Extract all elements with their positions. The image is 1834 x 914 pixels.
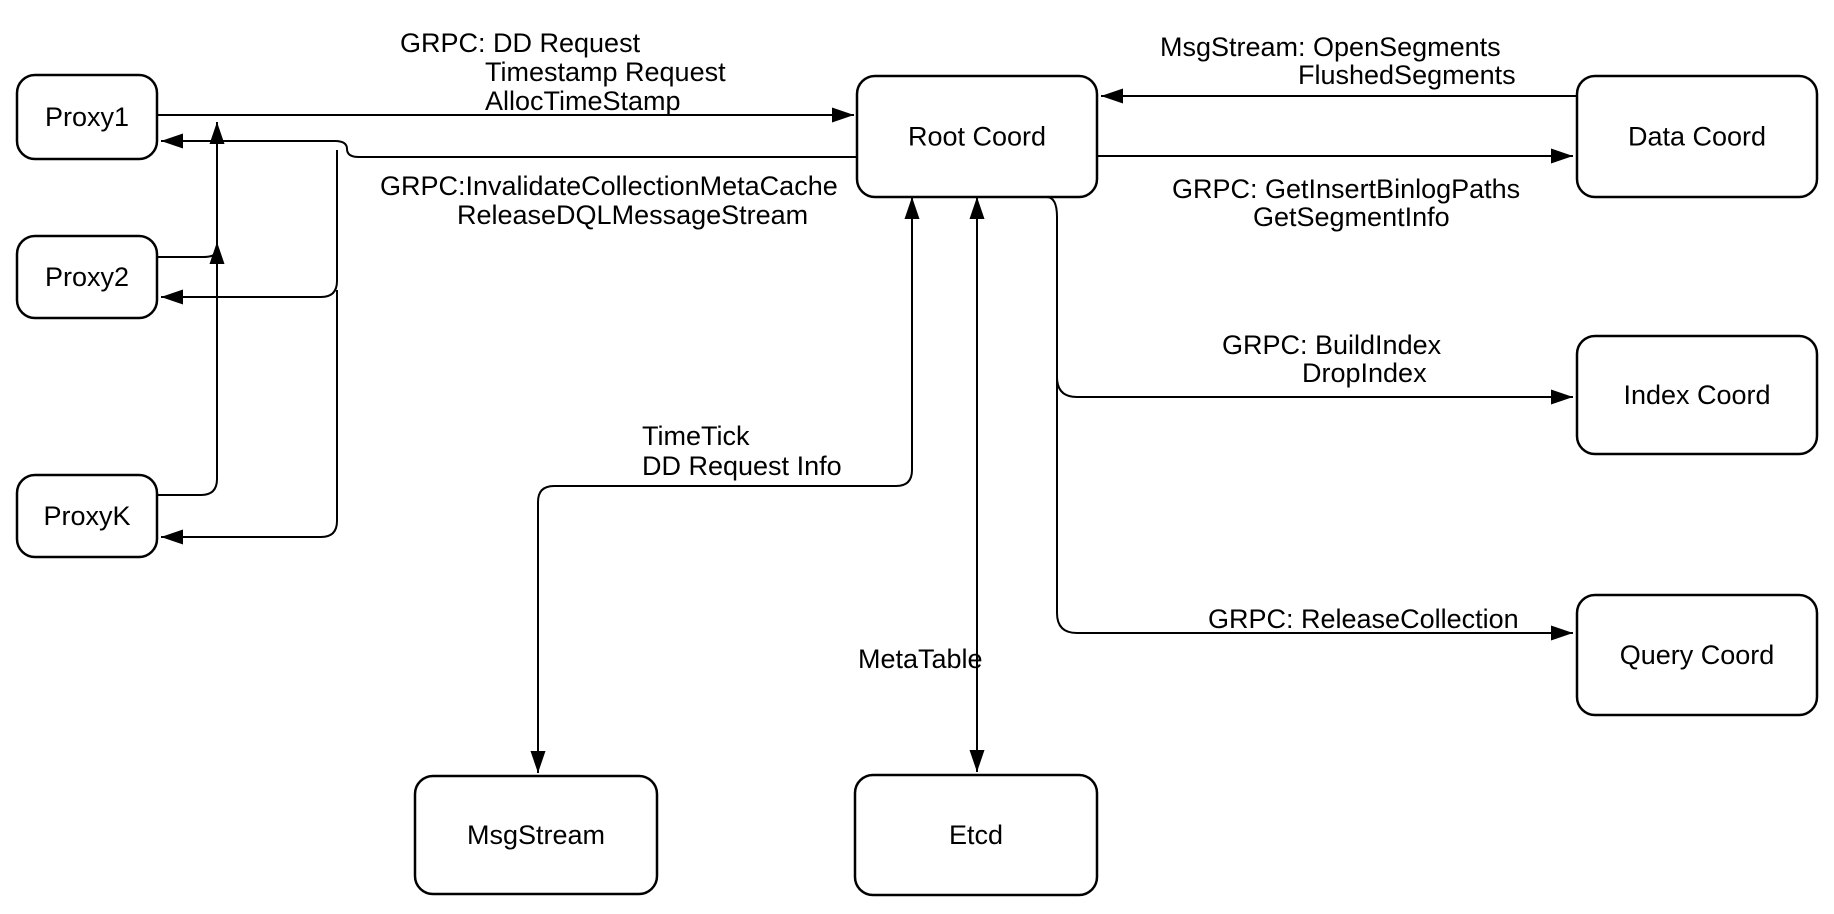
flow-label-metatable: MetaTable — [858, 644, 983, 674]
arrowhead-icon — [969, 750, 985, 772]
edge-rootcoord-msgstream — [530, 197, 920, 773]
node-label-root-coord: Root Coord — [908, 122, 1046, 152]
flow-label-line: DropIndex — [1302, 358, 1427, 388]
node-label-proxy1: Proxy1 — [45, 102, 129, 132]
node-label-proxyk: ProxyK — [43, 501, 130, 531]
edge-rootcoord-to-proxy2 — [161, 150, 338, 305]
arrowhead-icon — [969, 197, 985, 219]
flow-label-line: ReleaseDQLMessageStream — [457, 200, 808, 230]
node-box-proxyk — [15, 473, 159, 559]
node-label-proxy2: Proxy2 — [45, 262, 129, 292]
node-box-query-coord — [1575, 593, 1819, 717]
node-proxy1: Proxy1 — [15, 73, 159, 161]
arrowhead-icon — [832, 107, 854, 123]
node-proxy2: Proxy2 — [15, 234, 159, 320]
node-box-msgstream — [413, 774, 659, 896]
node-label-msgstream: MsgStream — [467, 820, 605, 850]
arrowhead-icon — [161, 133, 183, 149]
arrowhead-icon — [1551, 148, 1573, 164]
node-label-index-coord: Index Coord — [1623, 380, 1770, 410]
node-query-coord: Query Coord — [1575, 593, 1819, 717]
flow-label-line: DD Request Info — [642, 451, 842, 481]
node-box-root-coord — [855, 74, 1099, 199]
flow-label-line: GRPC: ReleaseCollection — [1208, 604, 1519, 634]
edge-proxies-to-rootcoord — [157, 107, 854, 123]
node-box-etcd — [853, 773, 1099, 897]
node-label-query-coord: Query Coord — [1620, 640, 1775, 670]
node-label-etcd: Etcd — [949, 820, 1003, 850]
edge-proxyk-merge-up — [157, 122, 225, 496]
flow-label-line: MsgStream: OpenSegments — [1160, 32, 1501, 62]
edge-rootcoord-to-querycoord — [1056, 360, 1573, 641]
edge-rootcoord-to-proxyk — [161, 290, 338, 545]
edge-datacoord-to-rootcoord — [1101, 88, 1577, 104]
flow-label-grpc-release-collection: GRPC: ReleaseCollection — [1208, 604, 1519, 634]
node-data-coord: Data Coord — [1575, 74, 1819, 199]
node-index-coord: Index Coord — [1575, 334, 1819, 456]
edge-rootcoord-to-datacoord — [1097, 148, 1573, 164]
node-root-coord: Root Coord — [855, 74, 1099, 199]
arrowhead-icon — [1101, 88, 1123, 104]
arrowhead-icon — [1551, 625, 1573, 641]
arrowhead-icon — [209, 242, 225, 264]
arrowhead-icon — [530, 751, 546, 773]
node-box-proxy2 — [15, 234, 159, 320]
flow-label-line: GRPC: BuildIndex — [1222, 330, 1442, 360]
node-etcd: Etcd — [853, 773, 1099, 897]
arrowhead-icon — [161, 289, 183, 305]
node-box-index-coord — [1575, 334, 1819, 456]
edge-proxy2-merge-up — [157, 242, 225, 264]
arrowhead-icon — [1551, 389, 1573, 405]
flow-label-line: Timestamp Request — [485, 57, 726, 87]
flow-label-line: GetSegmentInfo — [1253, 202, 1450, 232]
node-label-data-coord: Data Coord — [1628, 122, 1766, 152]
arrowhead-icon — [904, 197, 920, 219]
flow-label-line: GRPC: GetInsertBinlogPaths — [1172, 174, 1520, 204]
flow-label-grpc-invalidate-collection-meta-cache: GRPC:InvalidateCollectionMetaCacheReleas… — [380, 171, 838, 230]
flow-label-line: GRPC:InvalidateCollectionMetaCache — [380, 171, 838, 201]
node-proxyk: ProxyK — [15, 473, 159, 559]
arrowhead-icon — [161, 529, 183, 545]
flow-label-line: AllocTimeStamp — [485, 86, 681, 116]
edge-rootcoord-to-proxy1 — [161, 133, 857, 158]
node-box-data-coord — [1575, 74, 1819, 199]
arrowhead-icon — [209, 122, 225, 144]
flow-label-line: FlushedSegments — [1298, 60, 1516, 90]
flow-label-line: MetaTable — [858, 644, 983, 674]
flow-label-line: TimeTick — [642, 421, 750, 451]
flow-label-line: GRPC: DD Request — [400, 28, 641, 58]
node-msgstream: MsgStream — [413, 774, 659, 896]
node-box-proxy1 — [15, 73, 159, 161]
edge-rootcoord-etcd-metatable — [969, 197, 985, 772]
